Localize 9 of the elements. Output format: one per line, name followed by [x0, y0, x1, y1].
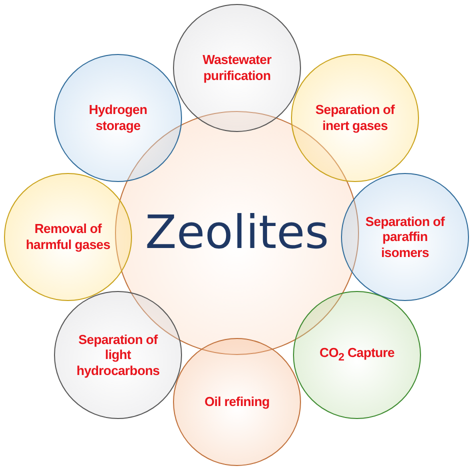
node-label: Hydrogen storage: [88, 102, 148, 134]
node-label: Oil refining: [204, 394, 270, 410]
title-label: Zeolites: [145, 205, 329, 261]
node-label: Removal of harmful gases: [24, 221, 112, 253]
node-label: Wastewater purification: [202, 52, 272, 84]
node-label: Separation of light hydrocarbons: [75, 332, 161, 378]
node-label: CO$_{2}$ Capture: [320, 345, 394, 365]
node-label: Separation of paraffin isomers: [364, 214, 446, 260]
node-label: Separation of inert gases: [314, 102, 396, 134]
